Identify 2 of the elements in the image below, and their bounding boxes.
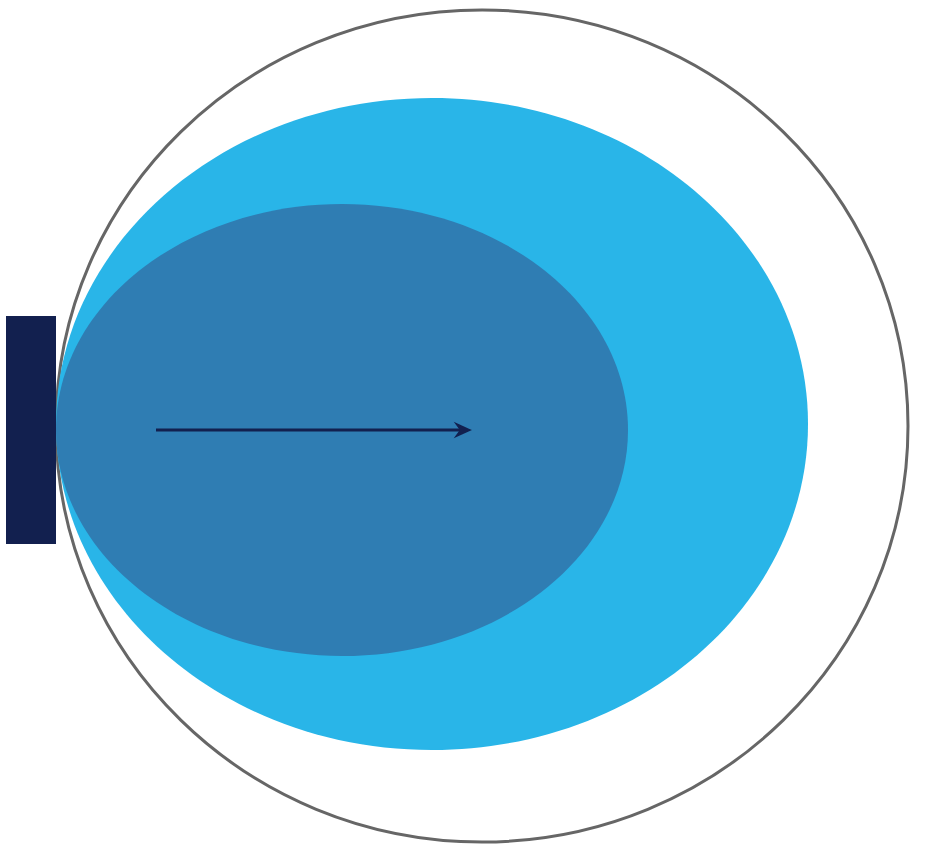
bar-shape (6, 316, 56, 544)
ellipse-shape (56, 204, 628, 656)
